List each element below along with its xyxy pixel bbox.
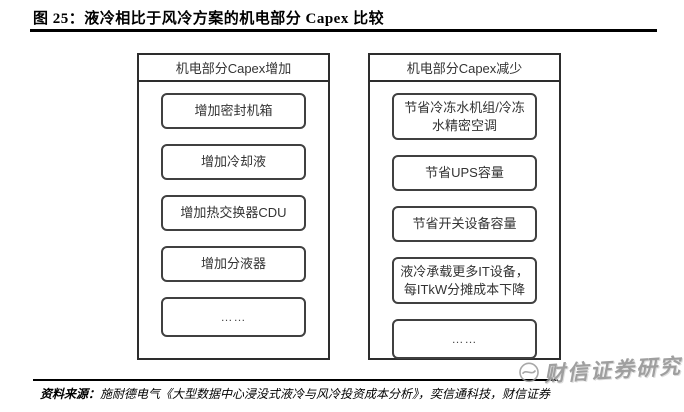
capex-increase-item: 增加密封机箱 bbox=[161, 93, 306, 129]
capex-decrease-item: 液冷承载更多IT设备，每ITkW分摊成本下降 bbox=[392, 257, 537, 305]
capex-increase-item: 增加热交换器CDU bbox=[161, 195, 306, 231]
capex-increase-item: 增加分液器 bbox=[161, 246, 306, 282]
watermark-text: 财信证券研究 bbox=[543, 354, 683, 387]
capex-increase-item-ellipsis: …… bbox=[161, 297, 306, 337]
capex-decrease-item: 节省冷冻水机组/冷冻水精密空调 bbox=[392, 93, 537, 141]
capex-decrease-column: 机电部分Capex减少 节省冷冻水机组/冷冻水精密空调 节省UPS容量 节省开关… bbox=[368, 53, 561, 360]
source-label: 资料来源： bbox=[40, 387, 101, 401]
title-underline-rule bbox=[30, 29, 657, 32]
figure-title: 图 25：液冷相比于风冷方案的机电部分 Capex 比较 bbox=[33, 11, 385, 27]
source-text: 施耐德电气《大型数据中心浸没式液冷与风冷投资成本分析》，奕信通科技，财信证券 bbox=[100, 387, 551, 401]
capex-decrease-item-ellipsis: …… bbox=[392, 319, 537, 360]
source-divider-rule bbox=[33, 379, 558, 381]
capex-decrease-item: 节省UPS容量 bbox=[392, 155, 537, 192]
capex-decrease-body: 节省冷冻水机组/冷冻水精密空调 节省UPS容量 节省开关设备容量 液冷承载更多I… bbox=[370, 82, 559, 369]
brand-watermark: 财信证券研究 bbox=[517, 350, 683, 390]
capex-increase-column: 机电部分Capex增加 增加密封机箱 增加冷却液 增加热交换器CDU 增加分液器… bbox=[137, 53, 330, 360]
circular-seal-logo-icon bbox=[517, 360, 541, 388]
source-attribution: 资料来源：施耐德电气《大型数据中心浸没式液冷与风冷投资成本分析》，奕信通科技，财… bbox=[40, 385, 550, 402]
capex-increase-header: 机电部分Capex增加 bbox=[139, 55, 328, 82]
capex-increase-body: 增加密封机箱 增加冷却液 增加热交换器CDU 增加分液器 …… bbox=[139, 82, 328, 358]
capex-increase-item: 增加冷却液 bbox=[161, 144, 306, 180]
capex-decrease-item: 节省开关设备容量 bbox=[392, 206, 537, 243]
capex-decrease-header: 机电部分Capex减少 bbox=[370, 55, 559, 82]
